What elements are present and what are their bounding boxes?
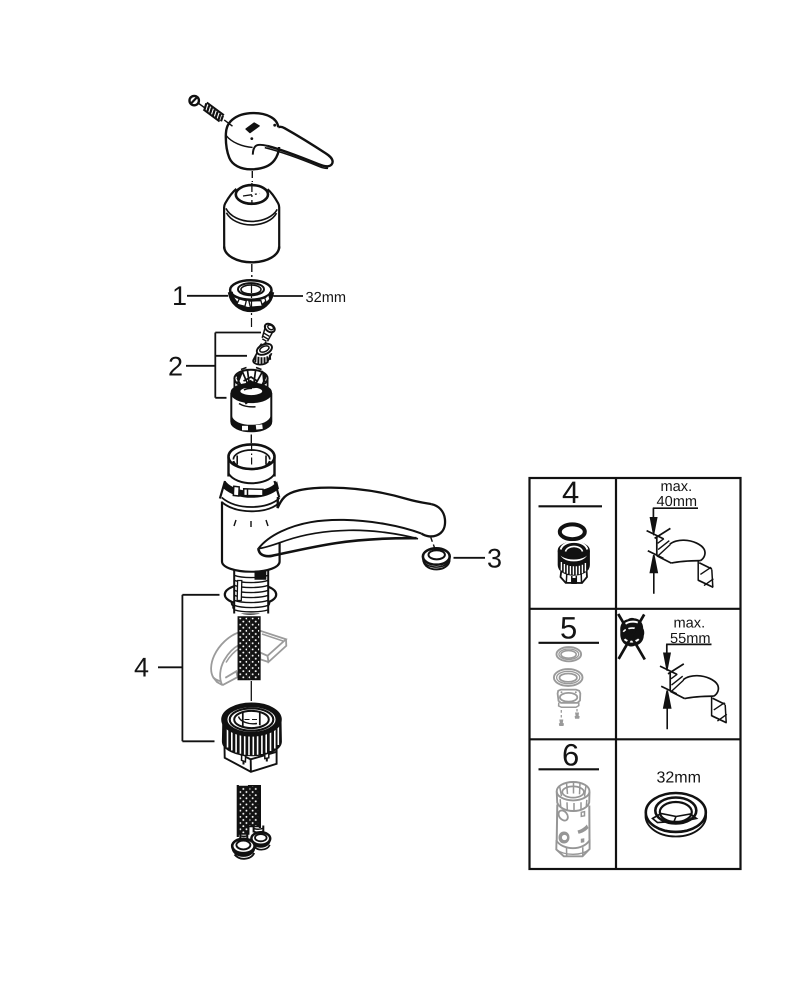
svg-text:6: 6 (562, 738, 579, 773)
svg-text:4: 4 (134, 653, 149, 683)
svg-text:4: 4 (562, 475, 579, 510)
svg-text:32mm: 32mm (657, 770, 701, 787)
svg-text:2: 2 (168, 352, 183, 382)
svg-text:32mm: 32mm (306, 290, 347, 306)
svg-text:1: 1 (172, 281, 187, 311)
svg-text:40mm: 40mm (657, 494, 698, 510)
svg-text:5: 5 (560, 611, 577, 646)
svg-text:3: 3 (487, 544, 502, 574)
svg-text:55mm: 55mm (670, 631, 711, 647)
svg-text:max.: max. (661, 479, 693, 495)
svg-text:max.: max. (674, 616, 706, 632)
